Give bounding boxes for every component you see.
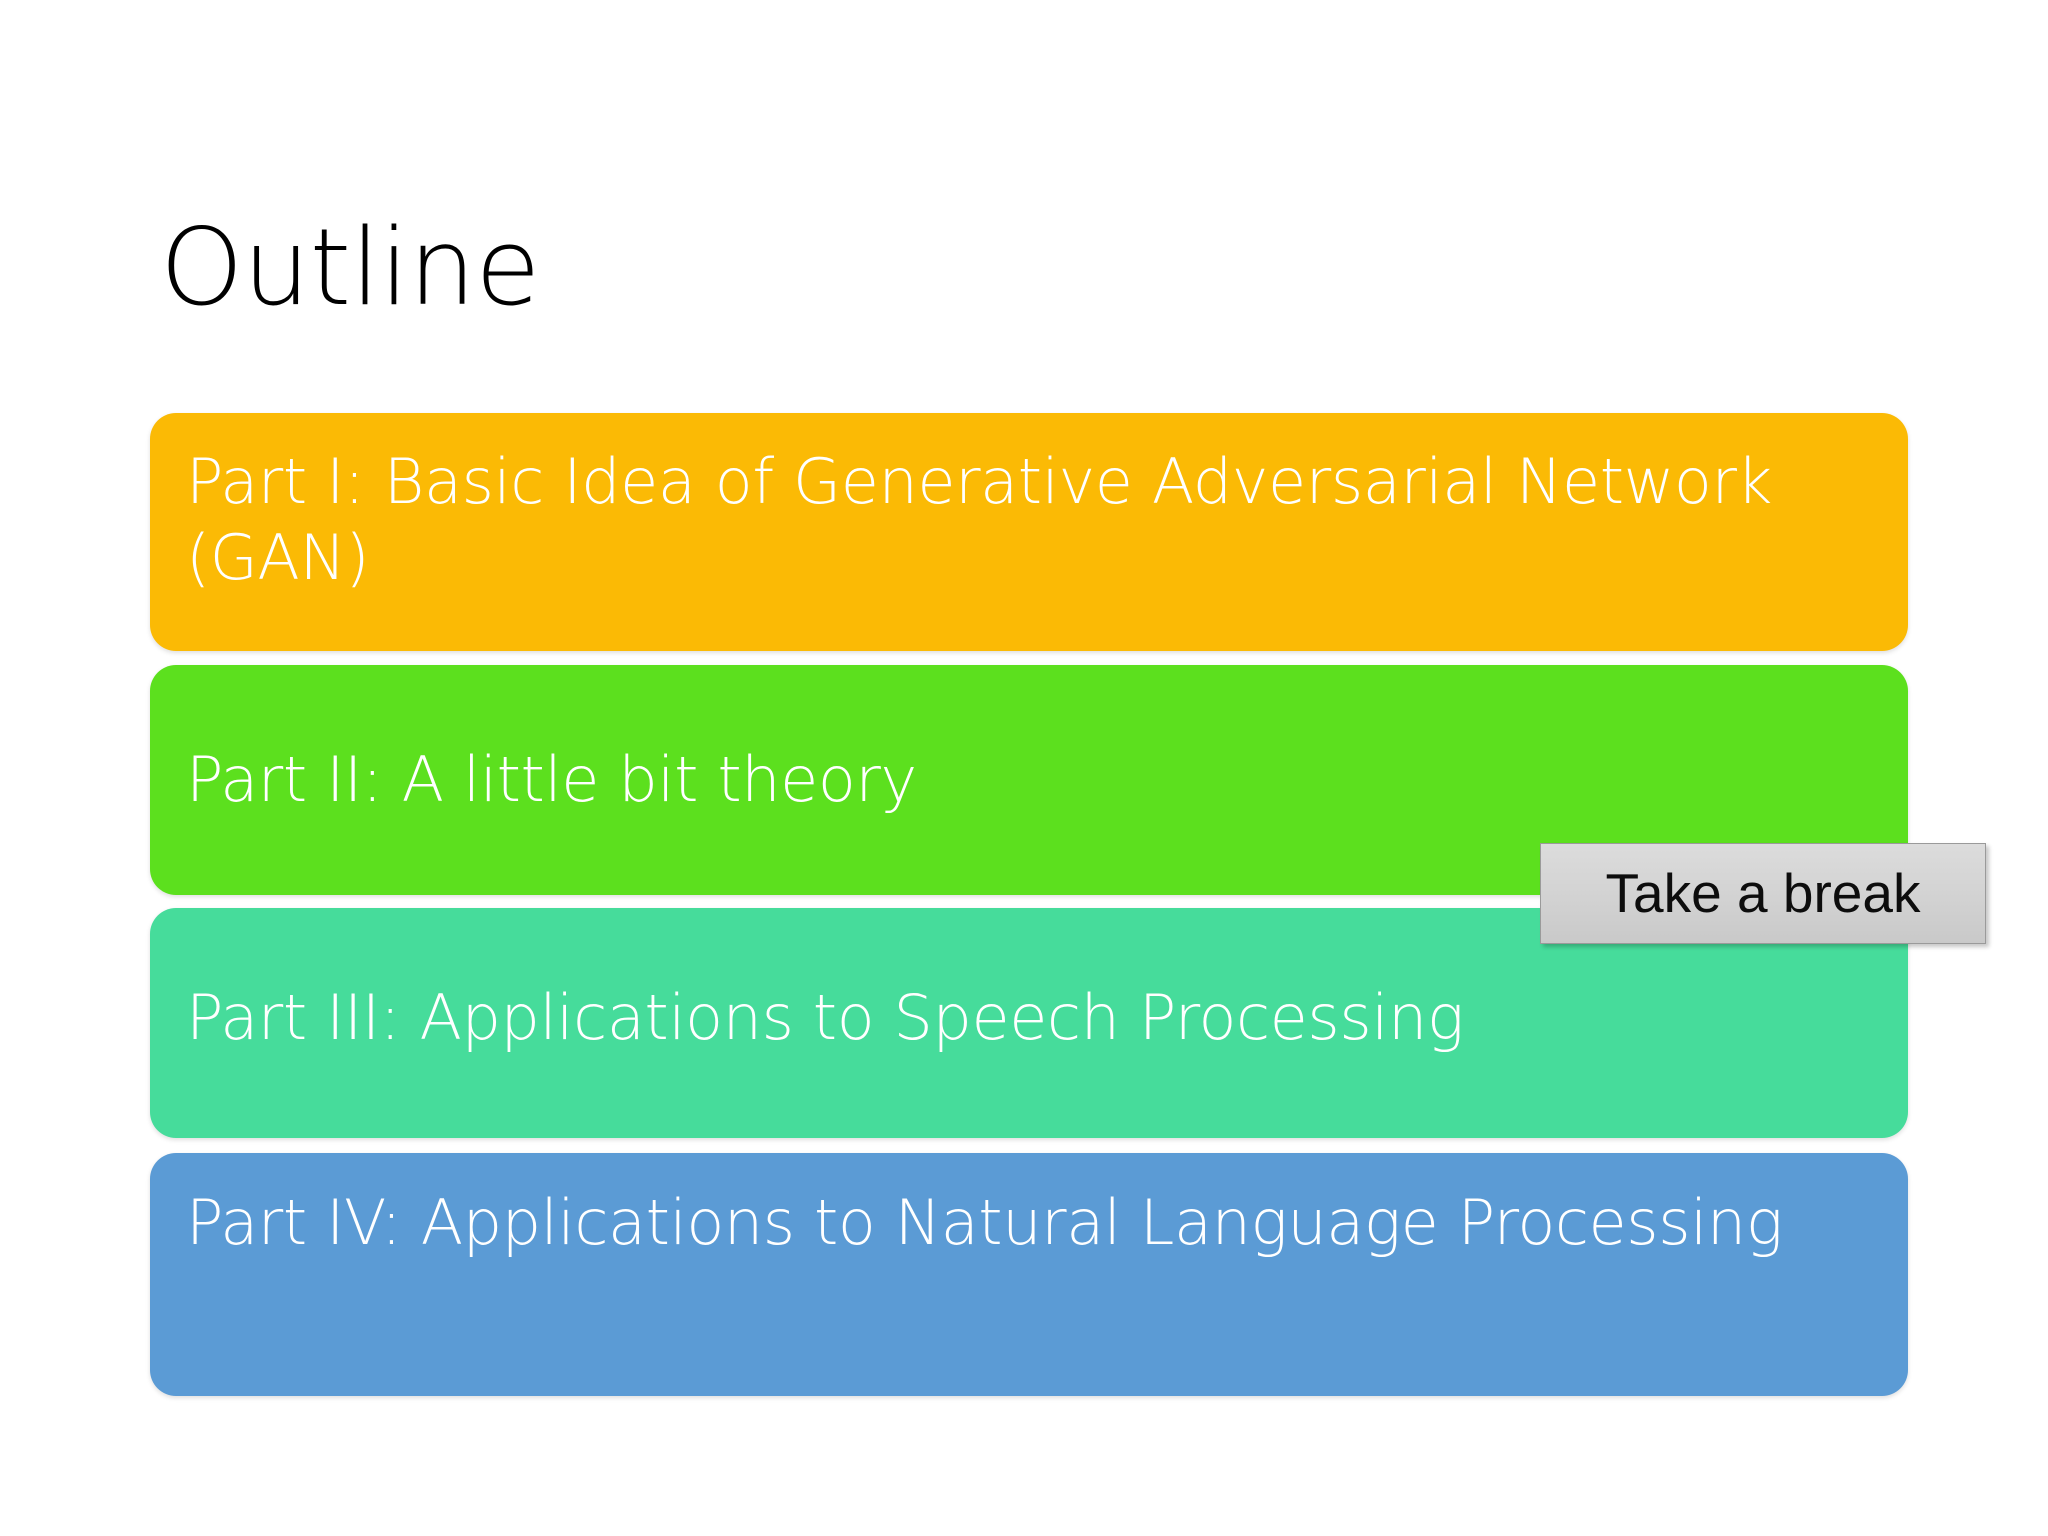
outline-item-part-1[interactable]: Part I: Basic Idea of Generative Adversa…: [150, 413, 1908, 651]
outline-item-part-3[interactable]: Part III: Applications to Speech Process…: [150, 908, 1908, 1138]
take-a-break-label: Take a break: [1605, 862, 1921, 924]
outline-item-part-3-label: Part III: Applications to Speech Process…: [186, 981, 1464, 1054]
outline-item-part-4[interactable]: Part IV: Applications to Natural Languag…: [150, 1153, 1908, 1396]
outline-item-part-1-label: Part I: Basic Idea of Generative Adversa…: [186, 445, 1773, 594]
take-a-break-callout[interactable]: Take a break: [1540, 843, 1986, 944]
page-title: Outline: [160, 206, 540, 330]
outline-item-part-4-label: Part IV: Applications to Natural Languag…: [186, 1186, 1783, 1259]
outline-item-part-2-label: Part II: A little bit theory: [186, 743, 917, 816]
